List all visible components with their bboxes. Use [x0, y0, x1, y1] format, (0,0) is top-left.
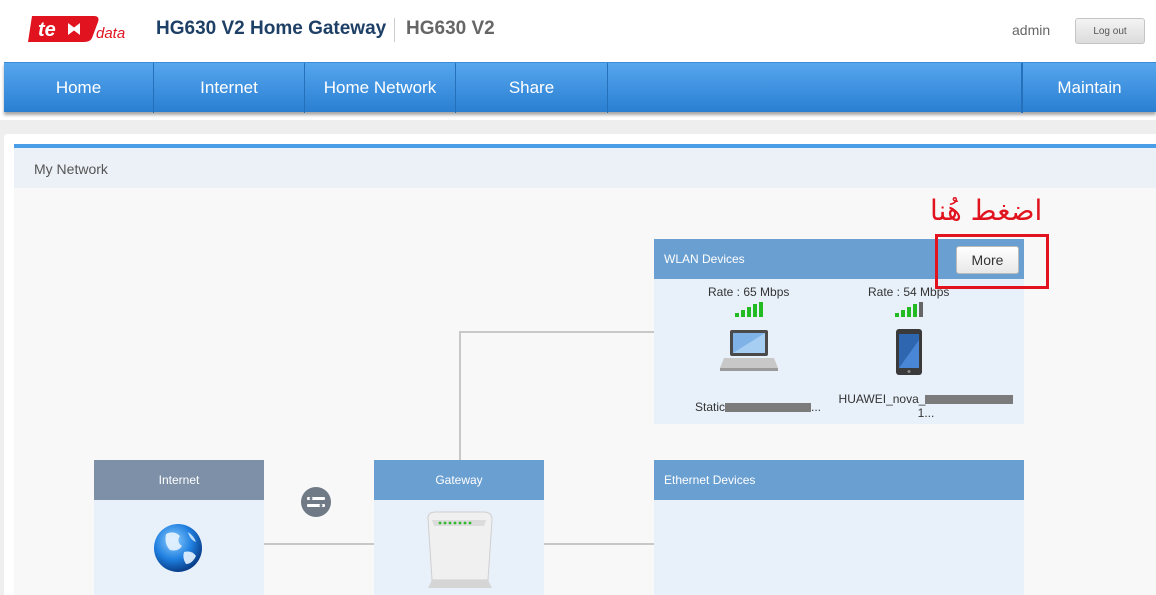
nav-home[interactable]: Home	[4, 63, 154, 113]
gateway-ethernet-line	[544, 543, 654, 545]
ethernet-card-title: Ethernet Devices	[664, 473, 756, 487]
router-icon	[427, 511, 493, 588]
laptop-icon[interactable]	[720, 328, 778, 374]
signal-strength-icon	[735, 302, 765, 317]
page-title: HG630 V2 Home Gateway	[156, 18, 387, 39]
nav-maintain[interactable]: Maintain	[1022, 63, 1156, 113]
gateway-card[interactable]: Gateway	[374, 460, 544, 595]
logout-button[interactable]: Log out	[1075, 18, 1145, 44]
connection-status-icon[interactable]	[300, 486, 332, 518]
device-rate: Rate : 65 Mbps	[708, 285, 790, 299]
wlan-card-title: WLAN Devices	[664, 252, 745, 266]
redacted-text	[925, 395, 1014, 405]
internet-gateway-line	[264, 543, 374, 545]
gateway-card-header: Gateway	[374, 460, 544, 500]
top-header: te data HG630 V2 Home Gateway HG630 V2 a…	[0, 0, 1156, 62]
device-rate: Rate : 54 Mbps	[868, 285, 950, 299]
ethernet-devices-card: Ethernet Devices	[654, 460, 1024, 595]
more-button[interactable]: More	[956, 246, 1019, 274]
te-data-logo: te data	[28, 16, 125, 42]
device-name[interactable]: Static...	[694, 400, 822, 414]
nav-home-network[interactable]: Home Network	[305, 63, 456, 113]
gateway-card-title: Gateway	[435, 473, 483, 487]
phone-icon[interactable]	[894, 328, 924, 376]
signal-strength-icon	[895, 302, 925, 317]
annotation-highlight-box	[935, 234, 1049, 289]
wlan-devices-card: WLAN Devices	[654, 239, 1024, 424]
internet-card[interactable]: Internet	[94, 460, 264, 595]
gateway-wlan-line-horizontal	[459, 331, 654, 333]
nav-spacer	[608, 63, 1022, 113]
model-name: HG630 V2	[406, 18, 495, 39]
section-title: My Network	[34, 161, 108, 177]
section-header	[14, 148, 1156, 188]
internet-card-title: Internet	[158, 473, 200, 487]
title-divider	[394, 18, 395, 42]
nav-internet[interactable]: Internet	[154, 63, 305, 113]
ethernet-card-header: Ethernet Devices	[654, 460, 1024, 500]
globe-icon	[154, 524, 202, 572]
user-name: admin	[1012, 22, 1051, 38]
redacted-text	[725, 403, 811, 413]
svg-text:data: data	[96, 25, 125, 42]
nav-share[interactable]: Share	[456, 63, 608, 113]
annotation-text: اضغط هُنا	[930, 194, 1043, 227]
gateway-wlan-line-vertical	[459, 331, 461, 460]
main-nav: Home Internet Home Network Share Maintai…	[4, 62, 1156, 113]
panel-accent-bar	[14, 144, 1156, 148]
device-name[interactable]: HUAWEI_nova_ 1...	[836, 392, 1016, 420]
internet-card-header: Internet	[94, 460, 264, 500]
svg-text:te: te	[38, 19, 56, 41]
